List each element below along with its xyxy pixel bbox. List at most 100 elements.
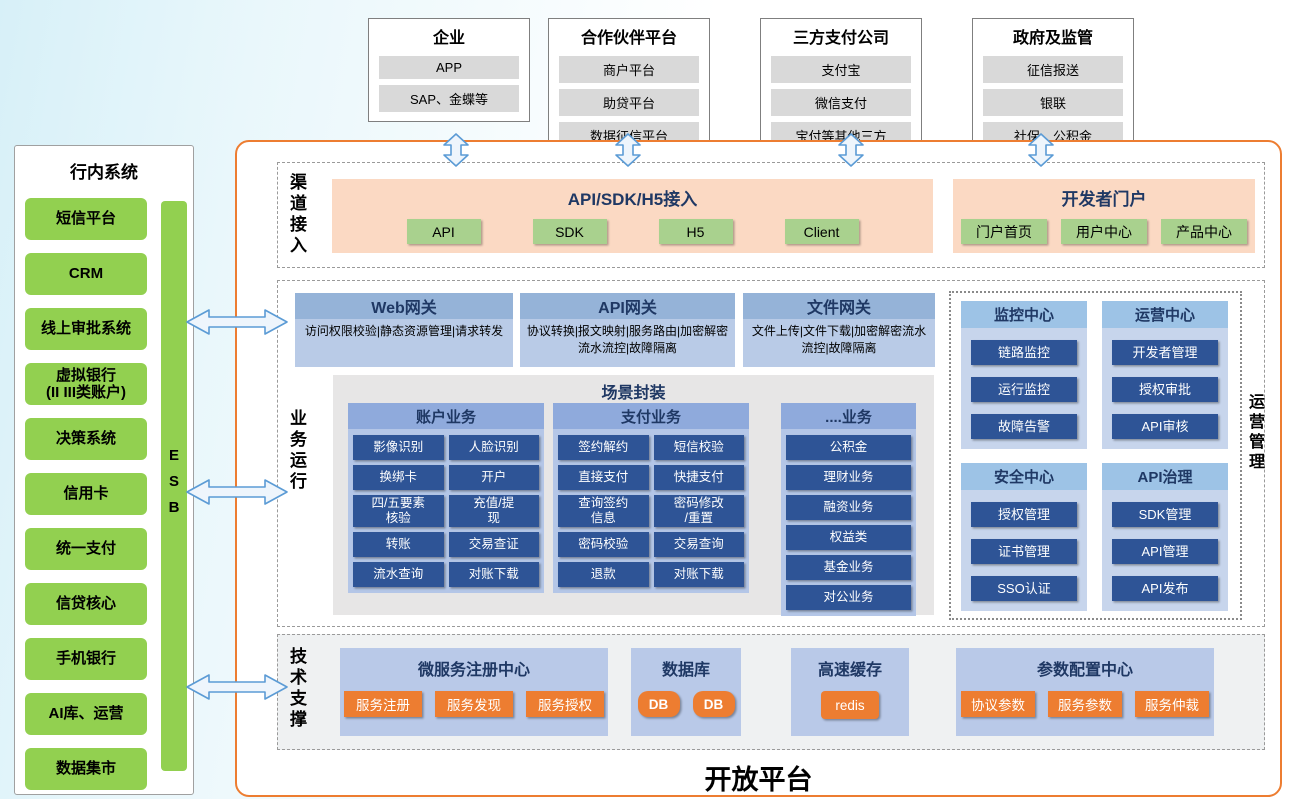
tech-chip: 服务授权 [526,691,604,717]
connector-arrow-vertical [443,133,469,167]
group-microservice-registry: 微服务注册中心 服务注册服务发现服务授权 [340,648,608,736]
tech-chip: 服务发现 [435,691,513,717]
column-items: 公积金理财业务融资业务权益类基金业务对公业务 [781,429,916,610]
internal-system-chip: 决策系统 [25,418,147,460]
center-monitoring: 监控中心 链路监控运行监控故障告警 [961,301,1087,449]
gateway-desc: 文件上传|文件下载|加密解密流水流控|故障隔离 [743,319,935,367]
ops-chip: API发布 [1112,576,1218,601]
db-chip: DB [692,691,735,717]
bar-title: API/SDK/H5接入 [567,190,698,209]
ops-chip: 故障告警 [971,414,1077,439]
param-chip: 服务仲裁 [1135,691,1209,717]
business-chip: 密码校验 [558,532,649,557]
business-chip: 交易查证 [448,532,539,557]
scenario-panel: 场景封装 账户业务 影像识别人脸识别换绑卡开户四/五要素 核验充值/提 现转账交… [333,375,934,616]
portal-buttons: 门户首页用户中心产品中心 [953,219,1255,244]
access-chip: SDK [532,219,607,244]
group-title: 微服务注册中心 [417,662,530,679]
business-chip: 充值/提 现 [448,495,539,527]
business-chip: 快捷支付 [653,465,744,490]
ops-chip: 授权管理 [971,502,1077,527]
center-title: API治理 [1102,463,1228,490]
gateway-title: 文件网关 [743,293,935,319]
business-chip: 查询签约 信息 [558,495,649,527]
business-chip: 退款 [558,562,649,587]
panel-title: 行内系统 [70,163,138,182]
gateway-api: API网关 协议转换|报文映射|服务路由|加密解密流水流控|故障隔离 [520,293,735,367]
business-chip: 交易查询 [653,532,744,557]
ops-chip: 证书管理 [971,539,1077,564]
portal-chip: 门户首页 [961,219,1047,244]
internal-system-chip: 虚拟银行 (II III类账户) [25,363,147,405]
connector-arrow-horizontal [186,479,288,505]
ops-chip: 开发者管理 [1112,340,1218,365]
business-chip: 直接支付 [558,465,649,490]
internal-system-chip: 信用卡 [25,473,147,515]
portal-chip: 产品中心 [1161,219,1247,244]
section-label: 渠道接入 [287,173,306,257]
internal-system-chip: 手机银行 [25,638,147,680]
portal-chip: 用户中心 [1061,219,1147,244]
business-chip: 影像识别 [353,435,444,460]
ops-chip: API审核 [1112,414,1218,439]
column-title: 支付业务 [553,403,749,429]
access-chip: Client [784,219,859,244]
external-system-chip: 支付宝 [771,56,911,83]
group-items: 支付宝微信支付宝付等其他三方 [761,56,921,149]
column-account-business: 账户业务 影像识别人脸识别换绑卡开户四/五要素 核验充值/提 现转账交易查证流水… [348,403,544,593]
internal-system-chip: 数据集市 [25,748,147,790]
center-operations: 运营中心 开发者管理授权审批 API审核 [1102,301,1228,449]
operations-management-label: 运营管理 [1246,393,1263,473]
group-cache: 高速缓存 redis [791,648,909,736]
gateway-title: Web网关 [295,293,513,319]
group-items: redis [791,691,909,719]
column-payment-business: 支付业务 签约解约短信校验直接支付快捷支付查询签约 信息密码修改 /重置密码校验… [553,403,749,593]
external-system-chip: 商户平台 [559,56,699,83]
connector-arrow-horizontal [186,674,288,700]
ops-chip: 授权审批 [1112,377,1218,402]
ops-chip: 运行监控 [971,377,1077,402]
ops-chip: SDK管理 [1112,502,1218,527]
connector-arrow-vertical [615,133,641,167]
external-system-chip: SAP、金蝶等 [379,85,519,112]
business-chip: 基金业务 [786,555,911,580]
business-chip: 对账下载 [653,562,744,587]
business-chip: 换绑卡 [353,465,444,490]
business-chip: 人脸识别 [448,435,539,460]
platform-title: 开放平台 [704,765,813,795]
external-system-chip: 助贷平台 [559,89,699,116]
business-chip: 理财业务 [786,465,911,490]
cache-chip: redis [821,691,879,719]
business-chip: 密码修改 /重置 [653,495,744,527]
column-title: ....业务 [781,403,916,429]
connector-arrow-horizontal [186,309,288,335]
business-chip: 融资业务 [786,495,911,520]
internal-system-chip: 信贷核心 [25,583,147,625]
group-partner-platform: 合作伙伴平台 商户平台助贷平台数据征信平台 [548,18,710,159]
access-chip: H5 [658,219,733,244]
column-other-business: ....业务 公积金理财业务融资业务权益类基金业务对公业务 [781,403,916,616]
external-system-chip: 征信报送 [983,56,1123,83]
group-title: 参数配置中心 [1036,662,1133,679]
param-chip: 协议参数 [961,691,1035,717]
business-chip: 短信校验 [653,435,744,460]
external-system-chip: 微信支付 [771,89,911,116]
center-title: 运营中心 [1102,301,1228,328]
esb-bar: ESB [161,201,187,771]
business-chip: 开户 [448,465,539,490]
group-third-party-payment: 三方支付公司 支付宝微信支付宝付等其他三方 [760,18,922,159]
group-title: 政府及监管 [1012,30,1093,47]
developer-portal-bar: 开发者门户 门户首页用户中心产品中心 [953,179,1255,253]
column-title: 账户业务 [348,403,544,429]
center-title: 监控中心 [961,301,1087,328]
column-items: 影像识别人脸识别换绑卡开户四/五要素 核验充值/提 现转账交易查证流水查询对账下… [348,429,544,587]
connector-arrow-vertical [1028,133,1054,167]
business-chip: 对公业务 [786,585,911,610]
gateway-web: Web网关 访问权限校验|静态资源管理|请求转发 [295,293,513,367]
